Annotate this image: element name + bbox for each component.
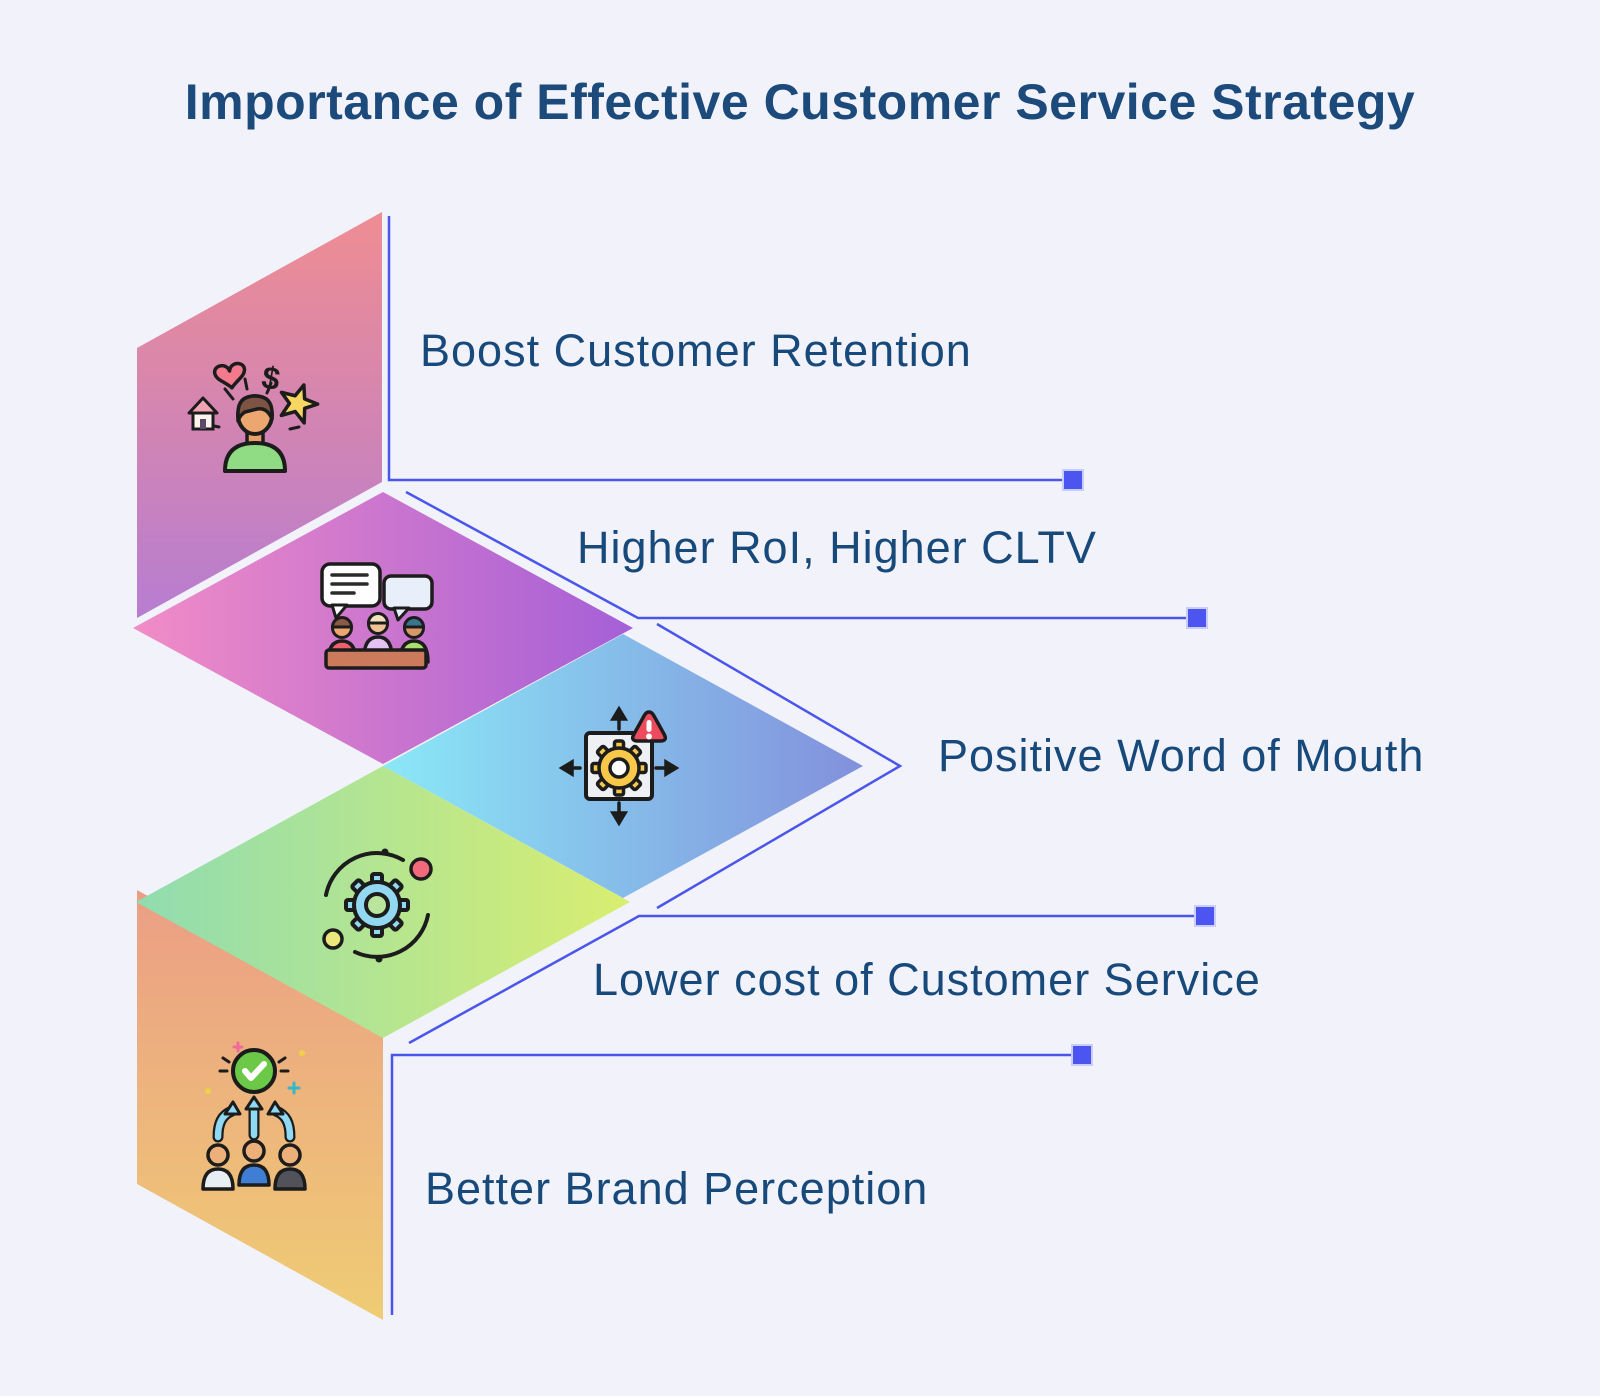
connector-line-1 — [387, 216, 1063, 482]
team-growth-icon — [201, 1041, 307, 1191]
connector-chevron-3 — [656, 622, 903, 910]
warning-triangle-icon — [630, 710, 668, 743]
marker-square-4 — [1194, 905, 1216, 927]
gear-orbit-icon — [322, 848, 433, 963]
marker-square-5 — [1071, 1044, 1093, 1066]
meeting-discussion-icon — [320, 562, 434, 670]
connector-line-5 — [390, 1053, 1072, 1315]
customer-satisfaction-icon: $ — [187, 359, 320, 473]
process-alert-icon — [558, 705, 680, 827]
page-title: Importance of Effective Customer Service… — [184, 74, 1416, 130]
marker-square-1 — [1062, 469, 1084, 491]
item-label-lower-cost-of-customer-service: Lower cost of Customer Service — [593, 954, 1261, 1005]
connector-line-2 — [405, 490, 1187, 620]
connector-line-4 — [408, 914, 1195, 1045]
marker-square-2 — [1186, 607, 1208, 629]
item-label-positive-word-of-mouth: Positive Word of Mouth — [938, 730, 1425, 781]
item-label-higher-roi-higher-cltv: Higher RoI, Higher CLTV — [577, 522, 1097, 573]
dollar-glyph: $ — [259, 359, 283, 398]
item-label-boost-customer-retention: Boost Customer Retention — [420, 325, 972, 376]
item-label-better-brand-perception: Better Brand Perception — [425, 1163, 929, 1214]
